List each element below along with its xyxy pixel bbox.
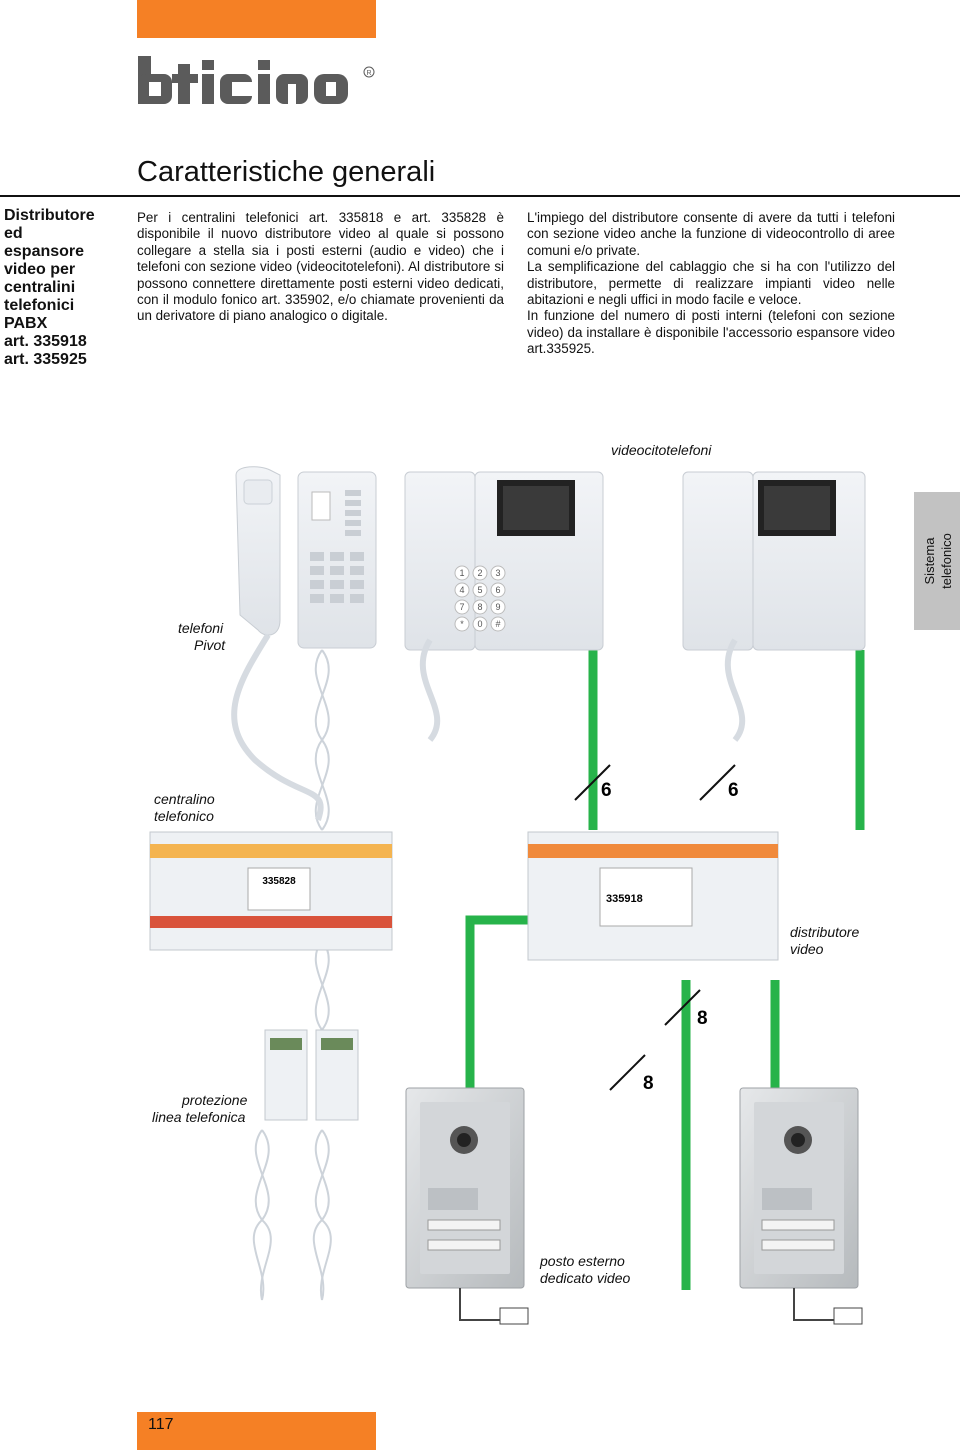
wire-count-label: 8 [697,1008,708,1029]
videophone [682,471,866,742]
keypad-key: 4 [459,585,464,595]
keypad-key: 8 [477,602,482,612]
keypad-key: * [460,619,464,629]
label-distributor: distributore [790,924,859,940]
wire-count-label: 6 [728,780,739,801]
label-outdoor-station: dedicato video [540,1270,631,1286]
footer-accent-bar [137,1412,376,1450]
line-protection-module [264,1029,359,1121]
keypad-key: 7 [459,602,464,612]
pivot-phone [297,471,377,649]
label-protection: linea telefonica [152,1109,246,1125]
bticino-logo: R [138,56,375,104]
wire-count-label: 8 [643,1073,654,1094]
section-heading-line: PABX [4,315,48,332]
label-protection: protezione [181,1092,248,1108]
label-phones: telefoni [178,620,224,636]
body-column-left: Per i centralini telefonici art. 335818 … [137,210,504,325]
paragraph: Per i centralini telefonici art. 335818 … [137,210,504,324]
section-heading: Distributore ed espansore video per cent… [4,207,124,369]
section-heading-line: video per [4,261,76,278]
keypad-key: 3 [495,568,500,578]
outdoor-video-station [405,1087,529,1325]
section-heading-line: art. 335925 [4,351,87,368]
pivot-handset [231,466,324,821]
paragraph: La semplificazione del cablaggio che si … [527,259,895,308]
keypad-key: 2 [477,568,482,578]
paragraph: In funzione del numero di posti interni … [527,308,895,357]
section-heading-line: Distributore [4,207,95,224]
section-heading-line: centralini [4,279,76,296]
side-tab-label-line2: telefonico [939,533,954,589]
label-phones: Pivot [194,637,226,653]
device-code: 335918 [606,893,643,905]
keypad-key: 9 [495,602,500,612]
page-number: 117 [148,1416,174,1433]
section-heading-line: art. 335918 [4,333,87,350]
page-title: Caratteristiche generali [137,156,436,188]
section-heading-line: espansore [4,243,85,260]
body-column-right: L'impiego del distributore consente di a… [527,210,895,358]
keypad-key: 5 [477,585,482,595]
device-code: 335828 [262,876,296,887]
side-tab-label-line1: Sistema [922,537,937,585]
videophone [404,471,604,742]
wire-count-label: 6 [601,780,612,801]
header-accent-bar [137,0,376,38]
phone-line-wires [252,649,332,1301]
system-diagram: 6 6 8 8 [149,442,866,1325]
label-pabx: telefonico [154,808,214,824]
svg-text:R: R [366,70,371,77]
keypad-key: 1 [459,568,464,578]
keypad-key: 0 [477,619,482,629]
label-videophones: videocitotelefoni [611,442,712,458]
video-distributor: 335918 [527,831,779,961]
pabx-unit: 335828 [149,831,393,951]
outdoor-video-station [739,1087,863,1325]
label-pabx: centralino [154,791,215,807]
paragraph: L'impiego del distributore consente di a… [527,210,895,258]
side-tab: Sistema telefonico [914,492,960,630]
label-outdoor-station: posto esterno [539,1253,625,1269]
keypad-key: 6 [495,585,500,595]
label-distributor: video [790,941,824,957]
title-divider [0,195,960,197]
section-heading-line: telefonici [4,297,75,314]
section-heading-line: ed [4,225,23,242]
keypad-key: # [495,619,500,629]
